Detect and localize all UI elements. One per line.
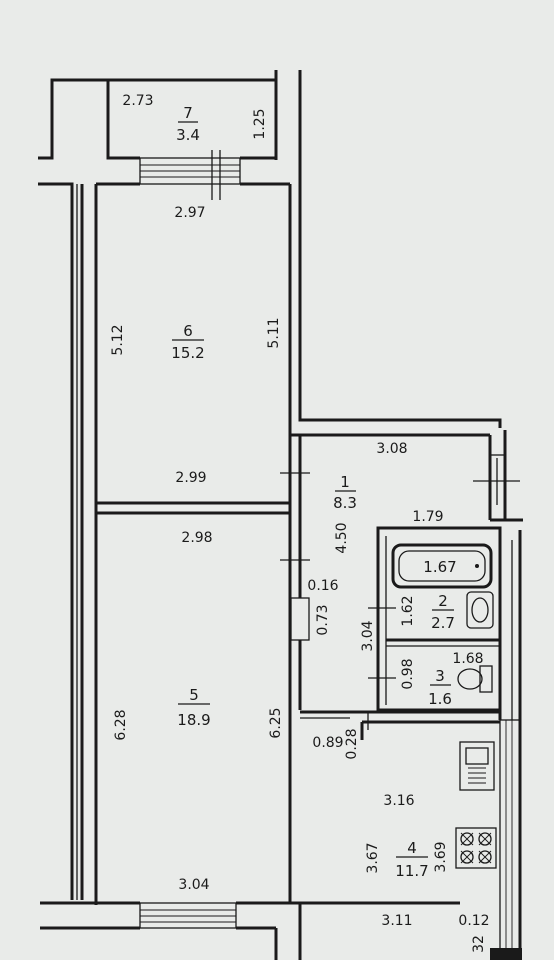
- dim-room6-top: 2.97: [174, 205, 205, 221]
- dim-kitchen-gap: 0.12: [458, 913, 489, 929]
- dim-room6-right: 5.11: [266, 317, 282, 348]
- dim-hall-top: 3.08: [376, 441, 407, 457]
- dim-balcony-depth: 1.25: [252, 108, 268, 139]
- dim-partition: 0.28: [344, 728, 360, 759]
- dim-kitchen-bottom: 3.11: [381, 913, 412, 929]
- dim-room5-bottom: 3.04: [178, 877, 209, 893]
- dim-room5-left: 6.28: [113, 709, 129, 740]
- dim-cut-value: 32: [471, 935, 487, 953]
- dim-door-niche: 0.73: [315, 604, 331, 635]
- dim-door-gap: 0.16: [307, 578, 338, 594]
- room-number: 3: [435, 667, 445, 685]
- dimension-labels: 2.73 1.25 2.97 5.12 5.11 2.99 3.08 4.50 …: [110, 93, 490, 953]
- interior-walls: [96, 435, 513, 903]
- room-area: 8.3: [333, 494, 357, 512]
- room-number: 6: [183, 322, 193, 340]
- exterior-walls: [38, 70, 523, 960]
- dim-room5-top: 2.98: [181, 530, 212, 546]
- dim-wc-side: 0.98: [400, 658, 416, 689]
- room-label-2: 2 2.7: [431, 592, 455, 632]
- room-label-4: 4 11.7: [395, 839, 428, 880]
- window-room-5: [139, 902, 237, 929]
- dim-kitchen-left: 3.67: [365, 842, 381, 873]
- room-area: 1.6: [428, 690, 452, 708]
- dim-bath-side: 1.62: [400, 595, 416, 626]
- dim-kitchen-width: 3.16: [383, 793, 414, 809]
- dim-kitchen-right: 3.69: [433, 841, 449, 872]
- window-kitchen: [490, 530, 522, 960]
- dim-bath-top: 1.79: [412, 509, 443, 525]
- room-area: 2.7: [431, 614, 455, 632]
- room-area: 18.9: [177, 711, 210, 729]
- room-area: 15.2: [171, 344, 204, 362]
- room-number: 5: [189, 686, 199, 704]
- room-area: 3.4: [176, 126, 200, 144]
- room-label-1: 1 8.3: [333, 473, 357, 512]
- dim-room6-bottom: 2.99: [175, 470, 206, 486]
- sink: [466, 591, 494, 629]
- room-number: 4: [407, 839, 417, 857]
- room-label-6: 6 15.2: [171, 322, 204, 362]
- stove: [455, 827, 497, 869]
- bathtub: [391, 543, 493, 589]
- window-balcony: [139, 150, 241, 200]
- dim-bath-block-height: 3.04: [360, 620, 376, 651]
- room-number: 2: [438, 592, 448, 610]
- toilet: [457, 665, 493, 693]
- dim-hall-recess: 0.89: [312, 735, 343, 751]
- room-number: 1: [340, 473, 350, 491]
- room-label-5: 5 18.9: [177, 686, 210, 729]
- dim-room5-right: 6.25: [268, 707, 284, 738]
- room-label-7: 7 3.4: [176, 104, 200, 144]
- room-label-3: 3 1.6: [428, 667, 452, 708]
- kitchen-sink: [459, 741, 495, 791]
- dim-room6-left: 5.12: [110, 324, 126, 355]
- dim-hall-side: 4.50: [334, 522, 350, 553]
- dim-wc-width: 1.68: [452, 651, 483, 667]
- dim-balcony-width: 2.73: [122, 93, 153, 109]
- dim-tub-length: 1.67: [423, 558, 456, 576]
- room-number: 7: [183, 104, 193, 122]
- room-area: 11.7: [395, 862, 428, 880]
